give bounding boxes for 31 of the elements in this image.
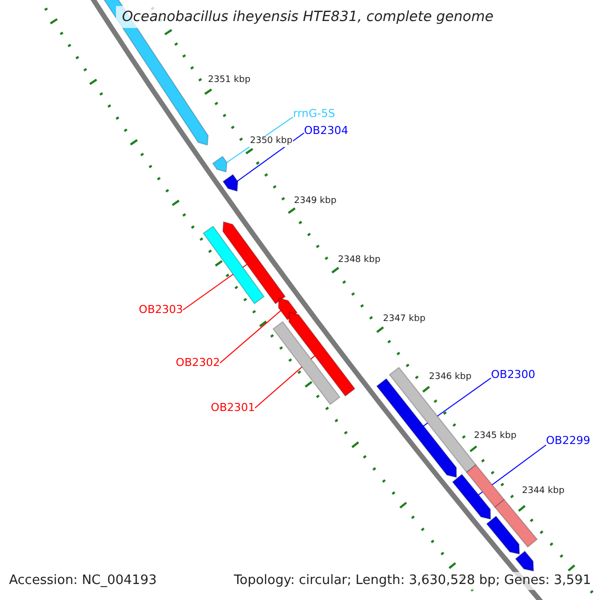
- gene-feature: [452, 474, 492, 520]
- scale-label: 2351 kbp: [207, 75, 252, 86]
- gene-feature: [494, 498, 538, 548]
- scale-label: 2346 kbp: [428, 372, 472, 383]
- scale-label: 2347 kbp: [382, 314, 426, 325]
- gene-feature: [376, 378, 457, 478]
- gene-label: rrnG-5S: [293, 107, 336, 120]
- gene-feature: [202, 226, 265, 304]
- gene-feature: [288, 311, 356, 397]
- scale-label: 2349 kbp: [293, 196, 338, 207]
- leader-line: [236, 132, 304, 182]
- scale-label: 2345 kbp: [473, 431, 518, 442]
- gene-feature: [486, 516, 520, 555]
- gene-label: OB2302: [176, 356, 220, 369]
- gene-feature: [466, 464, 505, 508]
- gene-feature: [222, 174, 238, 192]
- scale-label: 2344 kbp: [521, 486, 566, 497]
- scale-label: 2348 kbp: [337, 255, 382, 266]
- scale-label: 2350 kbp: [249, 136, 294, 147]
- gene-feature: [222, 221, 286, 304]
- gene-feature: [212, 156, 228, 173]
- footer-text: Topology: circular; Length: 3,630,528 bp; Genes: 3,591: [232, 572, 593, 590]
- gene-label: OB2299: [546, 434, 590, 447]
- gene-label: OB2300: [491, 368, 536, 381]
- gene-label: OB2301: [210, 401, 255, 414]
- leader-line: [220, 310, 282, 364]
- gene-feature: [514, 550, 534, 572]
- footer-text: Accession: NC_004193: [7, 572, 159, 590]
- gene-feature: [272, 321, 340, 406]
- gene-label: OB2304: [304, 124, 348, 137]
- gene-label: OB2303: [138, 303, 183, 316]
